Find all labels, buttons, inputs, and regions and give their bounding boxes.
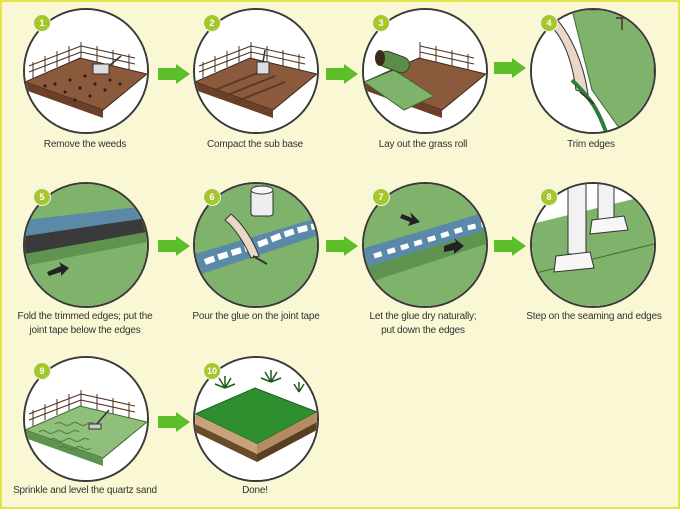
compactor-icon	[195, 10, 317, 132]
step-6-badge: 6	[203, 188, 221, 206]
step-1-badge: 1	[33, 14, 51, 32]
step-3-badge: 3	[372, 14, 390, 32]
step-6-illustration	[193, 182, 319, 308]
step-5-caption: Fold the trimmed edges; put the joint ta…	[8, 310, 162, 338]
step-5-illustration	[23, 182, 149, 308]
step-7-caption-line-1: Let the glue dry naturally;	[369, 311, 477, 322]
step-3-illustration	[362, 8, 488, 134]
step-5-badge: 5	[33, 188, 51, 206]
step-4-caption: Trim edges	[567, 139, 615, 150]
step-9-caption: Sprinkle and level the quartz sand	[13, 485, 157, 496]
step-3-caption: Lay out the grass roll	[378, 139, 468, 150]
step-6-caption: Pour the glue on the joint tape	[192, 311, 320, 322]
step-8-caption: Step on the seaming and edges	[526, 311, 662, 322]
step-4-badge: 4	[540, 14, 558, 32]
grass-roll-icon	[364, 10, 486, 132]
step-10-caption: Done!	[242, 485, 268, 496]
step-1-caption: Remove the weeds	[43, 139, 127, 150]
arrow-2-to-3-icon	[326, 64, 358, 84]
step-2-badge: 2	[203, 14, 221, 32]
step-5-caption-line-1: Fold the trimmed edges; put the	[17, 311, 153, 322]
arrow-9-to-10-icon	[158, 412, 190, 432]
step-10-badge: 10	[203, 362, 221, 380]
arrow-3-to-4-icon	[494, 58, 526, 78]
arrow-5-to-6-icon	[158, 236, 190, 256]
pour-glue-icon	[195, 184, 317, 306]
step-7-badge: 7	[372, 188, 390, 206]
arrow-7-to-8-icon	[494, 236, 526, 256]
step-7-illustration	[362, 182, 488, 308]
step-2-caption: Compact the sub base	[206, 139, 304, 150]
step-5-caption-line-2: joint tape below the edges	[29, 325, 141, 336]
arrow-1-to-2-icon	[158, 64, 190, 84]
step-8-badge: 8	[540, 188, 558, 206]
step-9-badge: 9	[33, 362, 51, 380]
arrow-6-to-7-icon	[326, 236, 358, 256]
step-7-caption-line-2: put down the edges	[381, 325, 465, 336]
step-1-illustration	[23, 8, 149, 134]
step-7-caption: Let the glue dry naturally; put down the…	[348, 310, 498, 338]
